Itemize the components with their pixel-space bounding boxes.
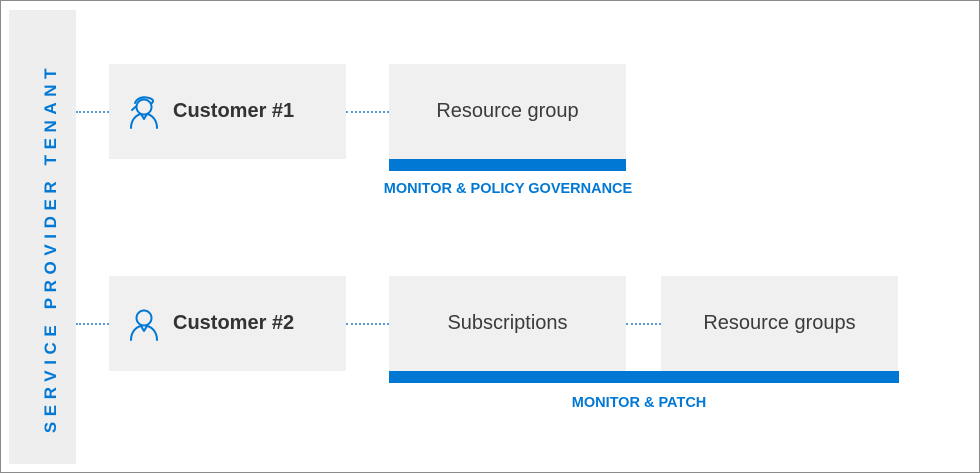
connector-subscriptions-resource-groups: [626, 323, 661, 325]
tenant-label: SERVICE PROVIDER TENANT: [41, 62, 60, 434]
customer-2-name: Customer #2: [173, 312, 295, 334]
customer-1-box: Customer #1: [109, 64, 346, 159]
customer-male-icon: [130, 309, 158, 341]
customer-female-icon: [130, 96, 158, 129]
accent-bar-2: [389, 371, 899, 383]
resource-groups-label: Resource groups: [703, 312, 856, 334]
caption-1: MONITOR & POLICY GOVERNANCE: [383, 181, 633, 197]
resource-groups-box: Resource groups: [661, 276, 898, 371]
customer-2-box: Customer #2: [109, 276, 346, 371]
subscriptions-label: Subscriptions: [447, 312, 568, 334]
connector-customer-2-subscriptions: [346, 323, 389, 325]
subscriptions-box: Subscriptions: [389, 276, 626, 371]
customer-1-name: Customer #1: [173, 100, 295, 122]
resource-group-label: Resource group: [436, 100, 579, 122]
caption-2: MONITOR & PATCH: [571, 395, 707, 411]
connector-tenant-customer-1: [76, 111, 109, 113]
accent-bar-1: [389, 159, 626, 171]
connector-customer-1-resource: [346, 111, 389, 113]
resource-group-box: Resource group: [389, 64, 626, 159]
connector-tenant-customer-2: [76, 323, 109, 325]
tenant-bar: SERVICE PROVIDER TENANT: [9, 10, 76, 464]
